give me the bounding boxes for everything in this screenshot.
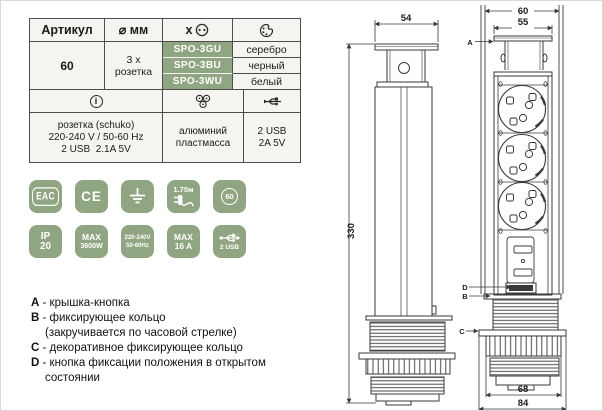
lock-button (509, 285, 533, 291)
label-c: C (459, 327, 465, 336)
spec-table: Артикул ⌀ мм х SPO-3GU 60 3 х розетка (29, 18, 301, 163)
badge-voltage: 220-240V 50-60Hz (121, 225, 154, 258)
side-bottom-tab (385, 400, 412, 406)
mounting-sleeve (480, 5, 564, 294)
front-fixing-ring-thread (492, 298, 559, 331)
ce-label: CE (81, 188, 102, 204)
legend-item-b-cont: (закручивается по часовой стрелке) (45, 327, 237, 339)
front-decorative-flange (478, 329, 567, 337)
dim-60-value: 60 (518, 6, 529, 17)
legend-item-a: A - крышка-кнопка (31, 297, 130, 309)
dim-54-value: 54 (401, 13, 412, 24)
front-bottom-tab (507, 384, 535, 391)
socket-count-cell: 3 х розетка (105, 42, 163, 90)
dim-68-lines (485, 356, 562, 398)
article-cell: SPO-3GU (163, 42, 233, 58)
usb-panel (506, 236, 535, 284)
label-b: B (462, 292, 468, 301)
legend-item-d: D - кнопка фиксации положения в открытом (31, 357, 266, 369)
front-collar (493, 71, 553, 77)
badge-ce: CE (75, 180, 108, 213)
diameter-value: 60 (30, 42, 105, 90)
front-view-drawing: 60 55 68 84 A D B C (459, 5, 567, 410)
article-cell: SPO-3WU (163, 74, 233, 90)
dim-55-value: 55 (518, 17, 529, 28)
article-cell: SPO-3BU (163, 58, 233, 74)
parts-legend: A - крышка-кнопка B - фиксирующее кольцо… (31, 296, 266, 386)
dim-84-lines (478, 336, 567, 410)
body-screws (498, 81, 548, 234)
schuko-socket (497, 133, 547, 183)
usb-icon (264, 97, 281, 105)
dim-54-lines (374, 20, 439, 42)
legend-item-c: C - декоративное фиксирующее кольцо (31, 342, 243, 354)
side-column (374, 86, 437, 317)
dim-84-value: 84 (518, 398, 529, 409)
side-cap (374, 43, 439, 51)
color-option-cell: черный (233, 58, 300, 74)
legend-item-b: B - фиксирующее кольцо (31, 312, 166, 324)
side-countertop-flange (365, 315, 453, 321)
material-header-cell (163, 90, 244, 113)
header-socket-count: х (163, 19, 233, 42)
side-collar (376, 81, 429, 88)
dim-330-lines (346, 43, 376, 404)
dim-68-value: 68 (518, 384, 529, 395)
usb-spec-cell: 2 USB 2A 5V (244, 113, 300, 162)
ground-icon (130, 188, 145, 204)
header-color (233, 19, 300, 42)
spec-summary-cell: розетка (schuko) 220-240 V / 50-60 Hz 2 … (30, 113, 163, 162)
label-d: D (462, 283, 468, 292)
info-header-cell: i (30, 90, 163, 113)
schuko-socket (497, 181, 547, 231)
side-decorative-flange (358, 352, 456, 360)
side-decorative-ring (365, 358, 451, 375)
front-cap (493, 35, 553, 42)
side-lower-thread (370, 376, 445, 395)
badge-hole-diameter: 60 (213, 180, 246, 213)
badge-ip-rating: IP 20 (29, 225, 62, 258)
usb-badge-label: 2 USB (219, 243, 240, 251)
material-cell: алюминий пластмасса (163, 113, 244, 162)
plug-icon (173, 195, 194, 207)
side-fixing-ring-thread (369, 321, 446, 352)
side-neck (386, 50, 426, 82)
badge-grounding (121, 180, 154, 213)
lock-button-housing (505, 282, 537, 294)
front-neck (500, 41, 548, 70)
info-icon: i (89, 94, 103, 108)
color-palette-icon (259, 23, 274, 37)
color-option-cell: белый (233, 74, 300, 90)
hole-diameter-label: 60 (221, 188, 238, 205)
usb-trident-icon (219, 233, 240, 242)
header-diameter: ⌀ мм (105, 19, 163, 42)
header-article: Артикул (30, 19, 105, 42)
legend-item-d-cont: состоянии (45, 372, 100, 384)
side-view-drawing: 54 330 (346, 13, 456, 406)
x-label: х (185, 23, 193, 37)
badge-usb: 2 USB (213, 225, 246, 258)
schuko-socket (497, 84, 547, 134)
badge-eac: EAC (29, 180, 62, 213)
color-option-cell: серебро (233, 42, 300, 58)
side-bottom-cap (375, 393, 440, 402)
cable-length-label: 1.75м (173, 184, 194, 194)
front-decorative-ring (485, 335, 562, 357)
badge-cable-length: 1.75м (167, 180, 200, 213)
dim-55-lines (493, 25, 553, 34)
front-lower-thread (489, 357, 560, 377)
badge-max-current: MAX 16 A (167, 225, 200, 258)
front-body (493, 75, 553, 296)
material-icon (195, 94, 211, 108)
badge-max-power: MAX 3600W (75, 225, 108, 258)
socket-icon (196, 23, 209, 37)
label-a: A (467, 38, 473, 47)
eac-label: EAC (32, 187, 59, 206)
usb-header-cell (244, 90, 300, 113)
dim-330-value: 330 (346, 223, 357, 239)
